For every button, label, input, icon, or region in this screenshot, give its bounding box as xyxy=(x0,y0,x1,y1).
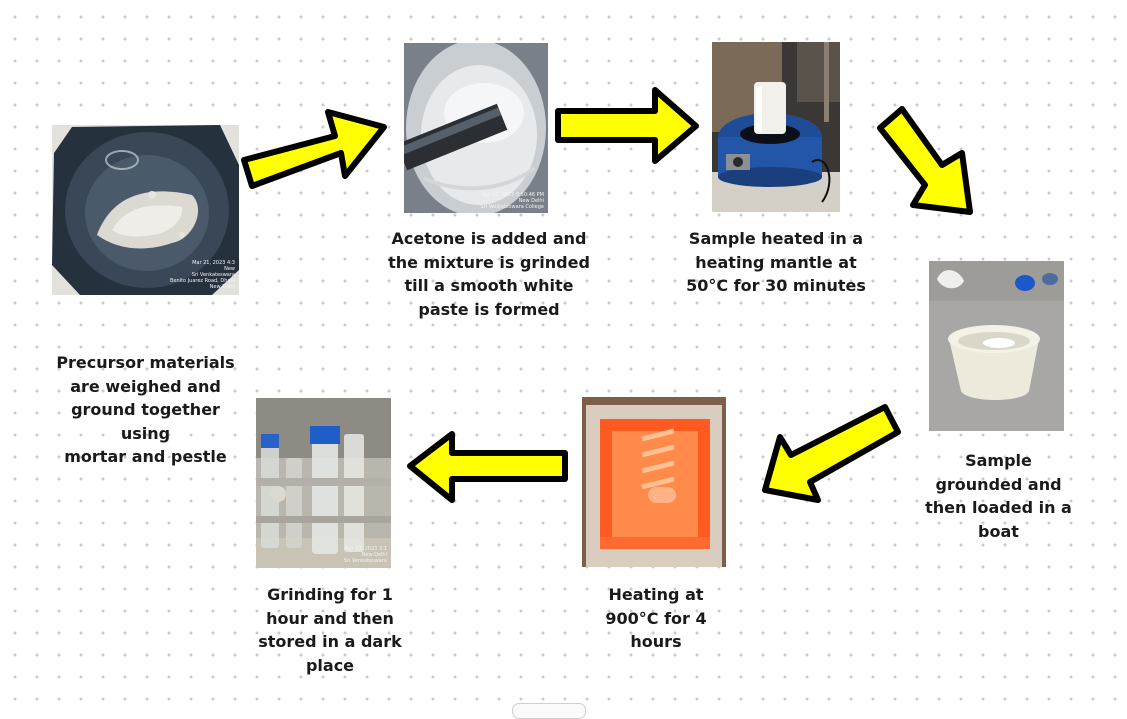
step3-photo xyxy=(712,42,840,212)
step5-photo xyxy=(582,397,726,567)
bottom-scroll-tab[interactable] xyxy=(512,703,586,719)
step1-photo: Mar 21, 2023 4:3 New Sri Venkateswara Be… xyxy=(52,125,239,295)
step5-caption: Heating at 900°C for 4 hours xyxy=(605,585,707,651)
step6-caption: Grinding for 1 hour and then stored in a… xyxy=(258,585,402,675)
arrow-step5-to-step6 xyxy=(407,431,568,503)
step1-caption: Precursor materials are weighed and grou… xyxy=(56,353,235,466)
arrow-step2-to-step3 xyxy=(555,87,699,164)
step6-photo-stamp: Apr 23, 2023 3:1 New Delhi Sri Venkatesw… xyxy=(343,546,387,564)
arrow-step1-to-step2 xyxy=(241,109,387,189)
step1-photo-stamp: Mar 21, 2023 4:3 New Sri Venkateswara Be… xyxy=(170,260,235,290)
step4-caption: Sample grounded and then loaded in a boa… xyxy=(925,451,1072,541)
step2-caption: Acetone is added and the mixture is grin… xyxy=(388,229,590,319)
step2-photo-stamp: Apr 18, 2023 3:50:46 PM New Delhi Sri Ve… xyxy=(480,192,544,210)
arrow-step3-to-step4 xyxy=(877,106,973,215)
step4-photo xyxy=(929,261,1064,431)
step2-photo: Apr 18, 2023 3:50:46 PM New Delhi Sri Ve… xyxy=(404,43,548,213)
arrow-step4-to-step5 xyxy=(762,404,901,503)
step3-caption: Sample heated in a heating mantle at 50°… xyxy=(686,229,866,295)
step6-photo: Apr 23, 2023 3:1 New Delhi Sri Venkatesw… xyxy=(256,398,391,568)
